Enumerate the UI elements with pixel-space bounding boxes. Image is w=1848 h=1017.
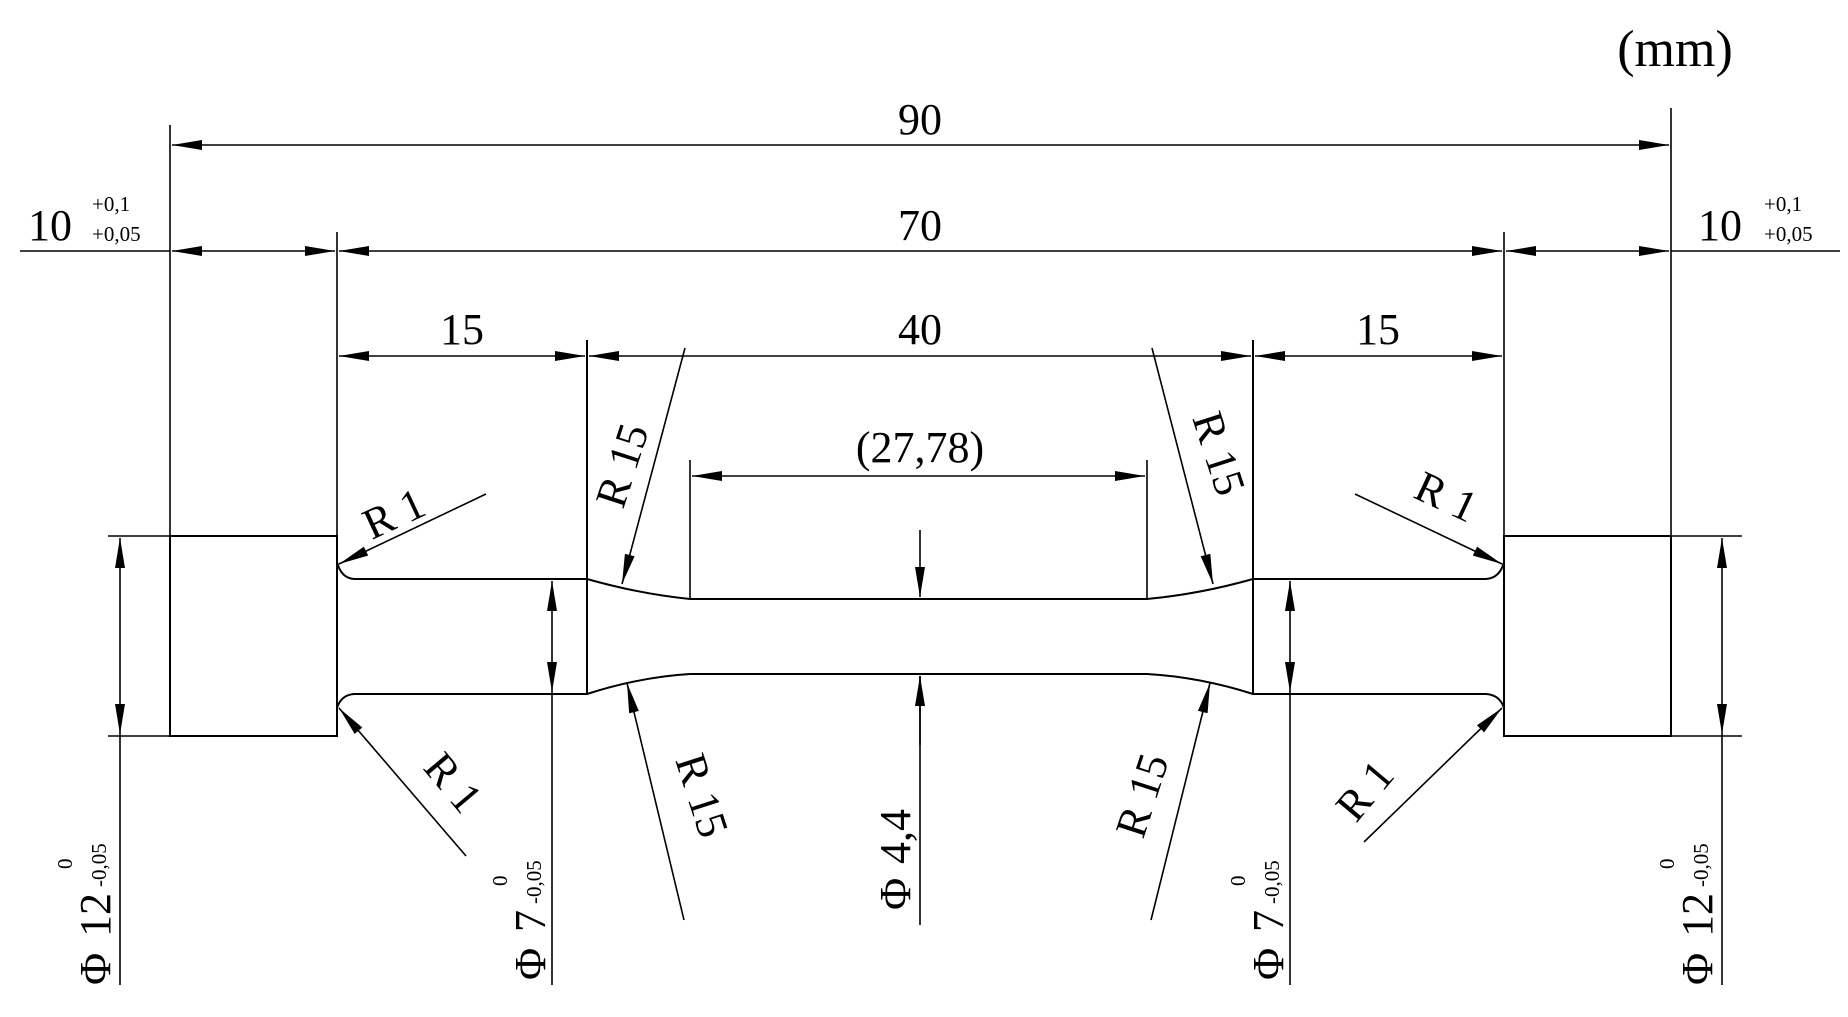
dia-shoulder-right-tol-upper: 0 xyxy=(1226,876,1250,887)
dia-shoulder-right-value: 7 xyxy=(1244,910,1293,932)
gauge-label: (27,78) xyxy=(856,423,984,472)
radius-bottom-right-r15: R 15 xyxy=(1106,682,1211,921)
right-end-value: 10 xyxy=(1698,201,1742,250)
left-end-tol-upper: +0,1 xyxy=(92,192,130,216)
radius-bottom-left-r15: R 15 xyxy=(626,682,738,921)
dia-end-right-tol-lower: -0,05 xyxy=(1689,843,1713,887)
reduced-label: 40 xyxy=(898,305,942,354)
dim-reduced: 40 xyxy=(589,305,1251,361)
dia-shoulder-left-value: 7 xyxy=(506,910,555,932)
dim-gauge: (27,78) xyxy=(692,423,1145,481)
dim-inner-label: 70 xyxy=(898,201,942,250)
dia-end-left-tol-lower: -0,05 xyxy=(87,843,111,887)
r15-top-right-label: R 15 xyxy=(1182,406,1255,501)
r15-bottom-right-label: R 15 xyxy=(1106,748,1179,843)
dia-end-left-phi: Φ xyxy=(71,953,120,985)
extension-lines xyxy=(20,108,1840,737)
dim-dia-end-right: Φ 12 0 -0,05 xyxy=(1655,538,1727,985)
dim-inner: 70 xyxy=(339,201,1502,256)
dim-right-shoulder: 15 xyxy=(1255,305,1502,361)
left-shoulder-label: 15 xyxy=(440,305,484,354)
r15-bottom-left-label: R 15 xyxy=(665,748,738,843)
dia-shoulder-left-tol-upper: 0 xyxy=(488,876,512,887)
dim-dia-shoulder-left: Φ 7 0 -0,05 xyxy=(488,581,557,985)
dim-overall-label: 90 xyxy=(898,95,942,144)
dim-dia-gauge: Φ 4,4 xyxy=(871,530,925,925)
dia-end-left-tol-upper: 0 xyxy=(53,859,77,870)
unit-label: (mm) xyxy=(1617,21,1733,78)
dia-shoulder-left-phi: Φ xyxy=(506,948,555,980)
right-shoulder-label: 15 xyxy=(1356,305,1400,354)
dia-end-right-value: 12 xyxy=(1673,893,1722,937)
radius-bottom-right-r1: R 1 xyxy=(1326,707,1503,843)
r1-top-right-label: R 1 xyxy=(1408,461,1485,532)
radius-bottom-left-r1: R 1 xyxy=(338,707,492,857)
dia-gauge-value: 4,4 xyxy=(871,809,920,864)
r1-bottom-right-label: R 1 xyxy=(1326,751,1404,830)
dim-left-end: 10 +0,1 +0,05 xyxy=(28,192,335,256)
right-end-tol-lower: +0,05 xyxy=(1764,222,1813,246)
r1-top-left-label: R 1 xyxy=(355,478,432,549)
right-end-tol-upper: +0,1 xyxy=(1764,192,1802,216)
dim-dia-end-left: Φ 12 0 -0,05 xyxy=(53,538,125,985)
left-end-value: 10 xyxy=(28,201,72,250)
radius-top-right-r1: R 1 xyxy=(1354,461,1503,565)
dim-overall: 90 xyxy=(172,95,1669,150)
dim-dia-shoulder-right: Φ 7 0 -0,05 xyxy=(1226,581,1295,985)
dia-gauge-phi: Φ xyxy=(871,878,920,910)
dia-end-left-value: 12 xyxy=(71,893,120,937)
radius-top-left-r15: R 15 xyxy=(586,347,686,585)
radius-top-right-r15: R 15 xyxy=(1151,347,1255,585)
dim-left-shoulder: 15 xyxy=(339,305,585,361)
dia-shoulder-left-tol-lower: -0,05 xyxy=(522,860,546,904)
dia-end-right-tol-upper: 0 xyxy=(1655,859,1679,870)
radius-top-left-r1: R 1 xyxy=(338,478,487,565)
dia-shoulder-right-phi: Φ xyxy=(1244,948,1293,980)
dia-end-right-phi: Φ xyxy=(1673,953,1722,985)
left-end-tol-lower: +0,05 xyxy=(92,222,141,246)
dim-right-end: 10 +0,1 +0,05 xyxy=(1506,192,1813,256)
dia-shoulder-right-tol-lower: -0,05 xyxy=(1260,860,1284,904)
r15-top-left-label: R 15 xyxy=(586,418,659,513)
